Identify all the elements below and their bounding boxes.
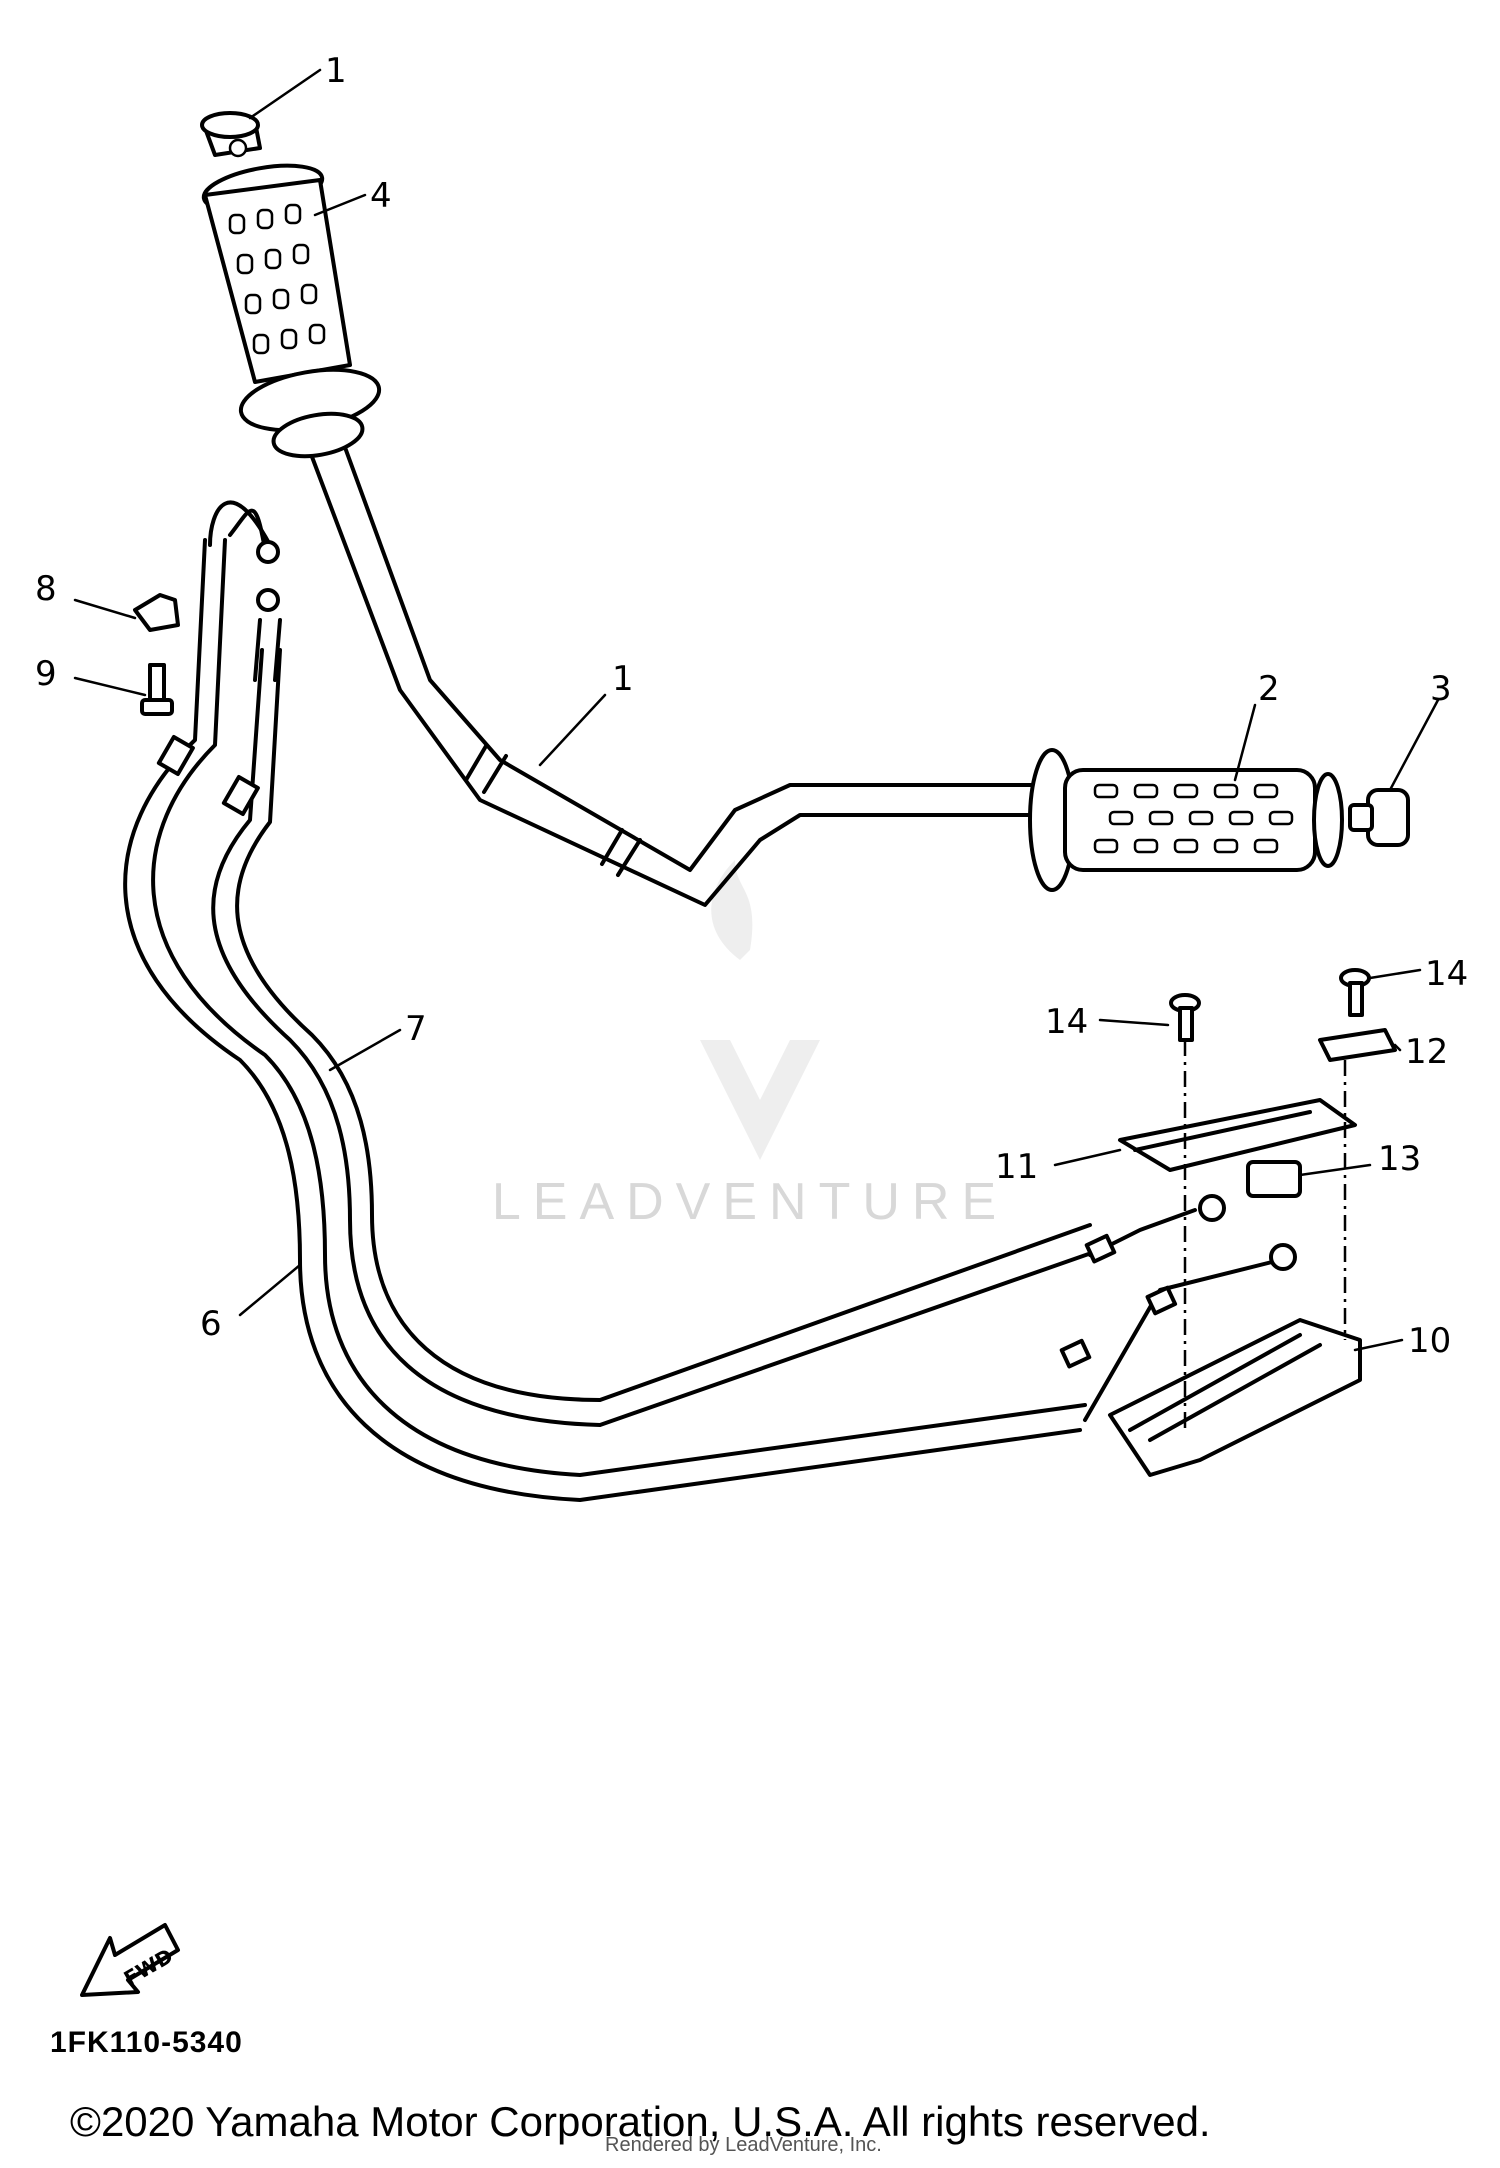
- leader-lines: [73, 68, 1440, 1352]
- right-grip: [1028, 748, 1344, 892]
- right-end-cap: [1348, 788, 1410, 847]
- left-grip: [201, 163, 382, 459]
- throttle-cables: [123, 500, 1297, 1502]
- plate-washer: [1318, 1028, 1397, 1062]
- callout-labels: 1 4 1 2 3 8 9 7 6 14 14 12 11 13 10: [35, 51, 1468, 1361]
- callout-14-right: 14: [1425, 954, 1468, 994]
- part-code: 1FK110-5340: [50, 2026, 243, 2059]
- callout-13: 13: [1378, 1139, 1421, 1179]
- stopper-block: [1246, 1160, 1302, 1198]
- callout-6: 6: [200, 1304, 222, 1344]
- callout-8: 8: [35, 569, 57, 609]
- callout-5: 1: [325, 51, 347, 91]
- callout-11: 11: [995, 1147, 1038, 1187]
- watermark-text: LEADVENTURE: [491, 1173, 1009, 1231]
- callout-12: 12: [1405, 1032, 1448, 1072]
- copyright-notice: ©2020 Yamaha Motor Corporation, U.S.A. A…: [70, 2098, 1211, 2145]
- left-end-cap: [200, 111, 262, 158]
- callout-10: 10: [1408, 1321, 1451, 1361]
- holder-bolt: [140, 663, 174, 716]
- screw-left: [1169, 993, 1201, 1042]
- right-grip-pattern: [1093, 783, 1294, 854]
- callout-1: 1: [612, 659, 634, 699]
- throttle-plate: [1118, 1098, 1357, 1172]
- throttle-case: [1108, 1318, 1362, 1477]
- render-credit: Rendered by LeadVenture, Inc.: [605, 2134, 882, 2156]
- callout-14-left: 14: [1045, 1002, 1088, 1042]
- callout-4: 4: [370, 176, 392, 216]
- watermark-logo: [700, 860, 820, 1160]
- cable-holder: [133, 593, 180, 632]
- callout-2: 2: [1258, 669, 1280, 709]
- callout-9: 9: [35, 654, 57, 694]
- left-grip-pattern: [228, 203, 326, 355]
- handlebar: [298, 418, 1042, 907]
- callout-3: 3: [1430, 669, 1452, 709]
- alignment-lines: [1183, 1040, 1347, 1430]
- forward-arrow: FWD: [80, 1923, 180, 1997]
- screw-right: [1339, 968, 1371, 1017]
- callout-7: 7: [405, 1009, 427, 1049]
